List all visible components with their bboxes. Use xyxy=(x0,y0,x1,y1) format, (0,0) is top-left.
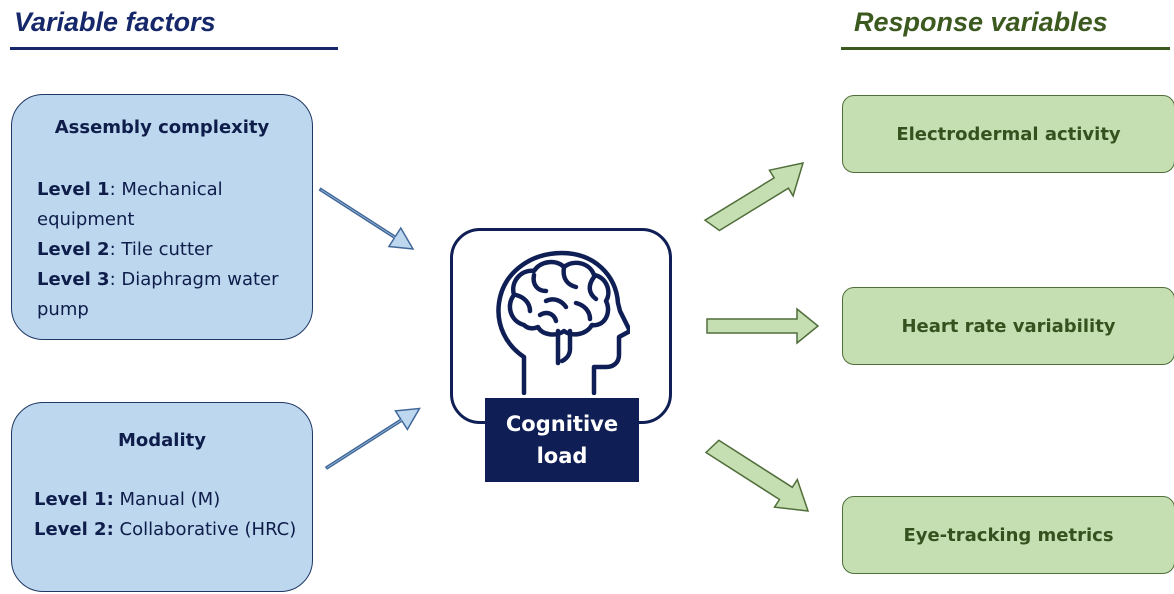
level-name: Level 2: xyxy=(34,519,114,540)
level-value: Mechanical equipment xyxy=(37,179,223,230)
arrow-cognitive-to-eye-tracking xyxy=(704,439,810,512)
level-item: Level 1: Manual (M) xyxy=(34,485,304,515)
level-name: Level 1: xyxy=(34,489,114,510)
factor-title: Assembly complexity xyxy=(54,117,270,138)
level-item: Level 1: Mechanical equipment xyxy=(37,175,307,235)
variable-factors-underline xyxy=(10,47,338,50)
response-label: Heart rate variability xyxy=(901,315,1116,337)
level-separator: : xyxy=(109,269,122,290)
level-item: Level 2: Tile cutter xyxy=(37,235,307,265)
cognitive-load-frame xyxy=(450,228,672,424)
response-electrodermal-activity: Electrodermal activity xyxy=(842,95,1174,173)
factor-title: Modality xyxy=(118,430,206,451)
brain-head-icon xyxy=(496,250,630,395)
response-heart-rate-variability: Heart rate variability xyxy=(842,287,1174,365)
level-item: Level 2: Collaborative (HRC) xyxy=(34,515,304,545)
level-separator: : xyxy=(109,239,122,260)
response-variables-heading: Response variables xyxy=(854,7,1108,37)
level-name: Level 3 xyxy=(37,269,110,290)
level-value: Tile cutter xyxy=(121,239,213,260)
response-variables-underline xyxy=(841,47,1170,50)
response-eye-tracking-metrics: Eye-tracking metrics xyxy=(842,496,1174,574)
level-name: Level 1 xyxy=(37,179,110,200)
cognitive-load-label: Cognitive load xyxy=(505,412,619,468)
response-label: Electrodermal activity xyxy=(896,123,1121,145)
modality-box: Modality Level 1: Manual (M) Level 2: Co… xyxy=(11,402,313,592)
level-list: Level 1: Mechanical equipment Level 2: T… xyxy=(37,175,307,325)
variable-factors-heading: Variable factors xyxy=(14,7,216,37)
assembly-complexity-box: Assembly complexity Level 1: Mechanical … xyxy=(11,94,313,340)
level-name: Level 2 xyxy=(37,239,110,260)
level-value: Manual (M) xyxy=(119,489,221,510)
level-separator: : xyxy=(109,179,122,200)
arrow-modality-to-cognitive xyxy=(324,407,421,470)
cognitive-load-label-box: Cognitive load xyxy=(485,398,639,482)
arrow-cognitive-to-heart-rate xyxy=(706,307,820,345)
level-item: Level 3: Diaphragm water pump xyxy=(37,265,307,325)
arrow-assembly-to-cognitive xyxy=(318,187,415,250)
response-label: Eye-tracking metrics xyxy=(903,524,1114,546)
level-value: Collaborative (HRC) xyxy=(119,519,297,540)
level-value: Diaphragm water pump xyxy=(37,269,279,320)
level-list: Level 1: Manual (M) Level 2: Collaborati… xyxy=(34,485,304,545)
arrow-cognitive-to-electrodermal xyxy=(703,162,805,232)
